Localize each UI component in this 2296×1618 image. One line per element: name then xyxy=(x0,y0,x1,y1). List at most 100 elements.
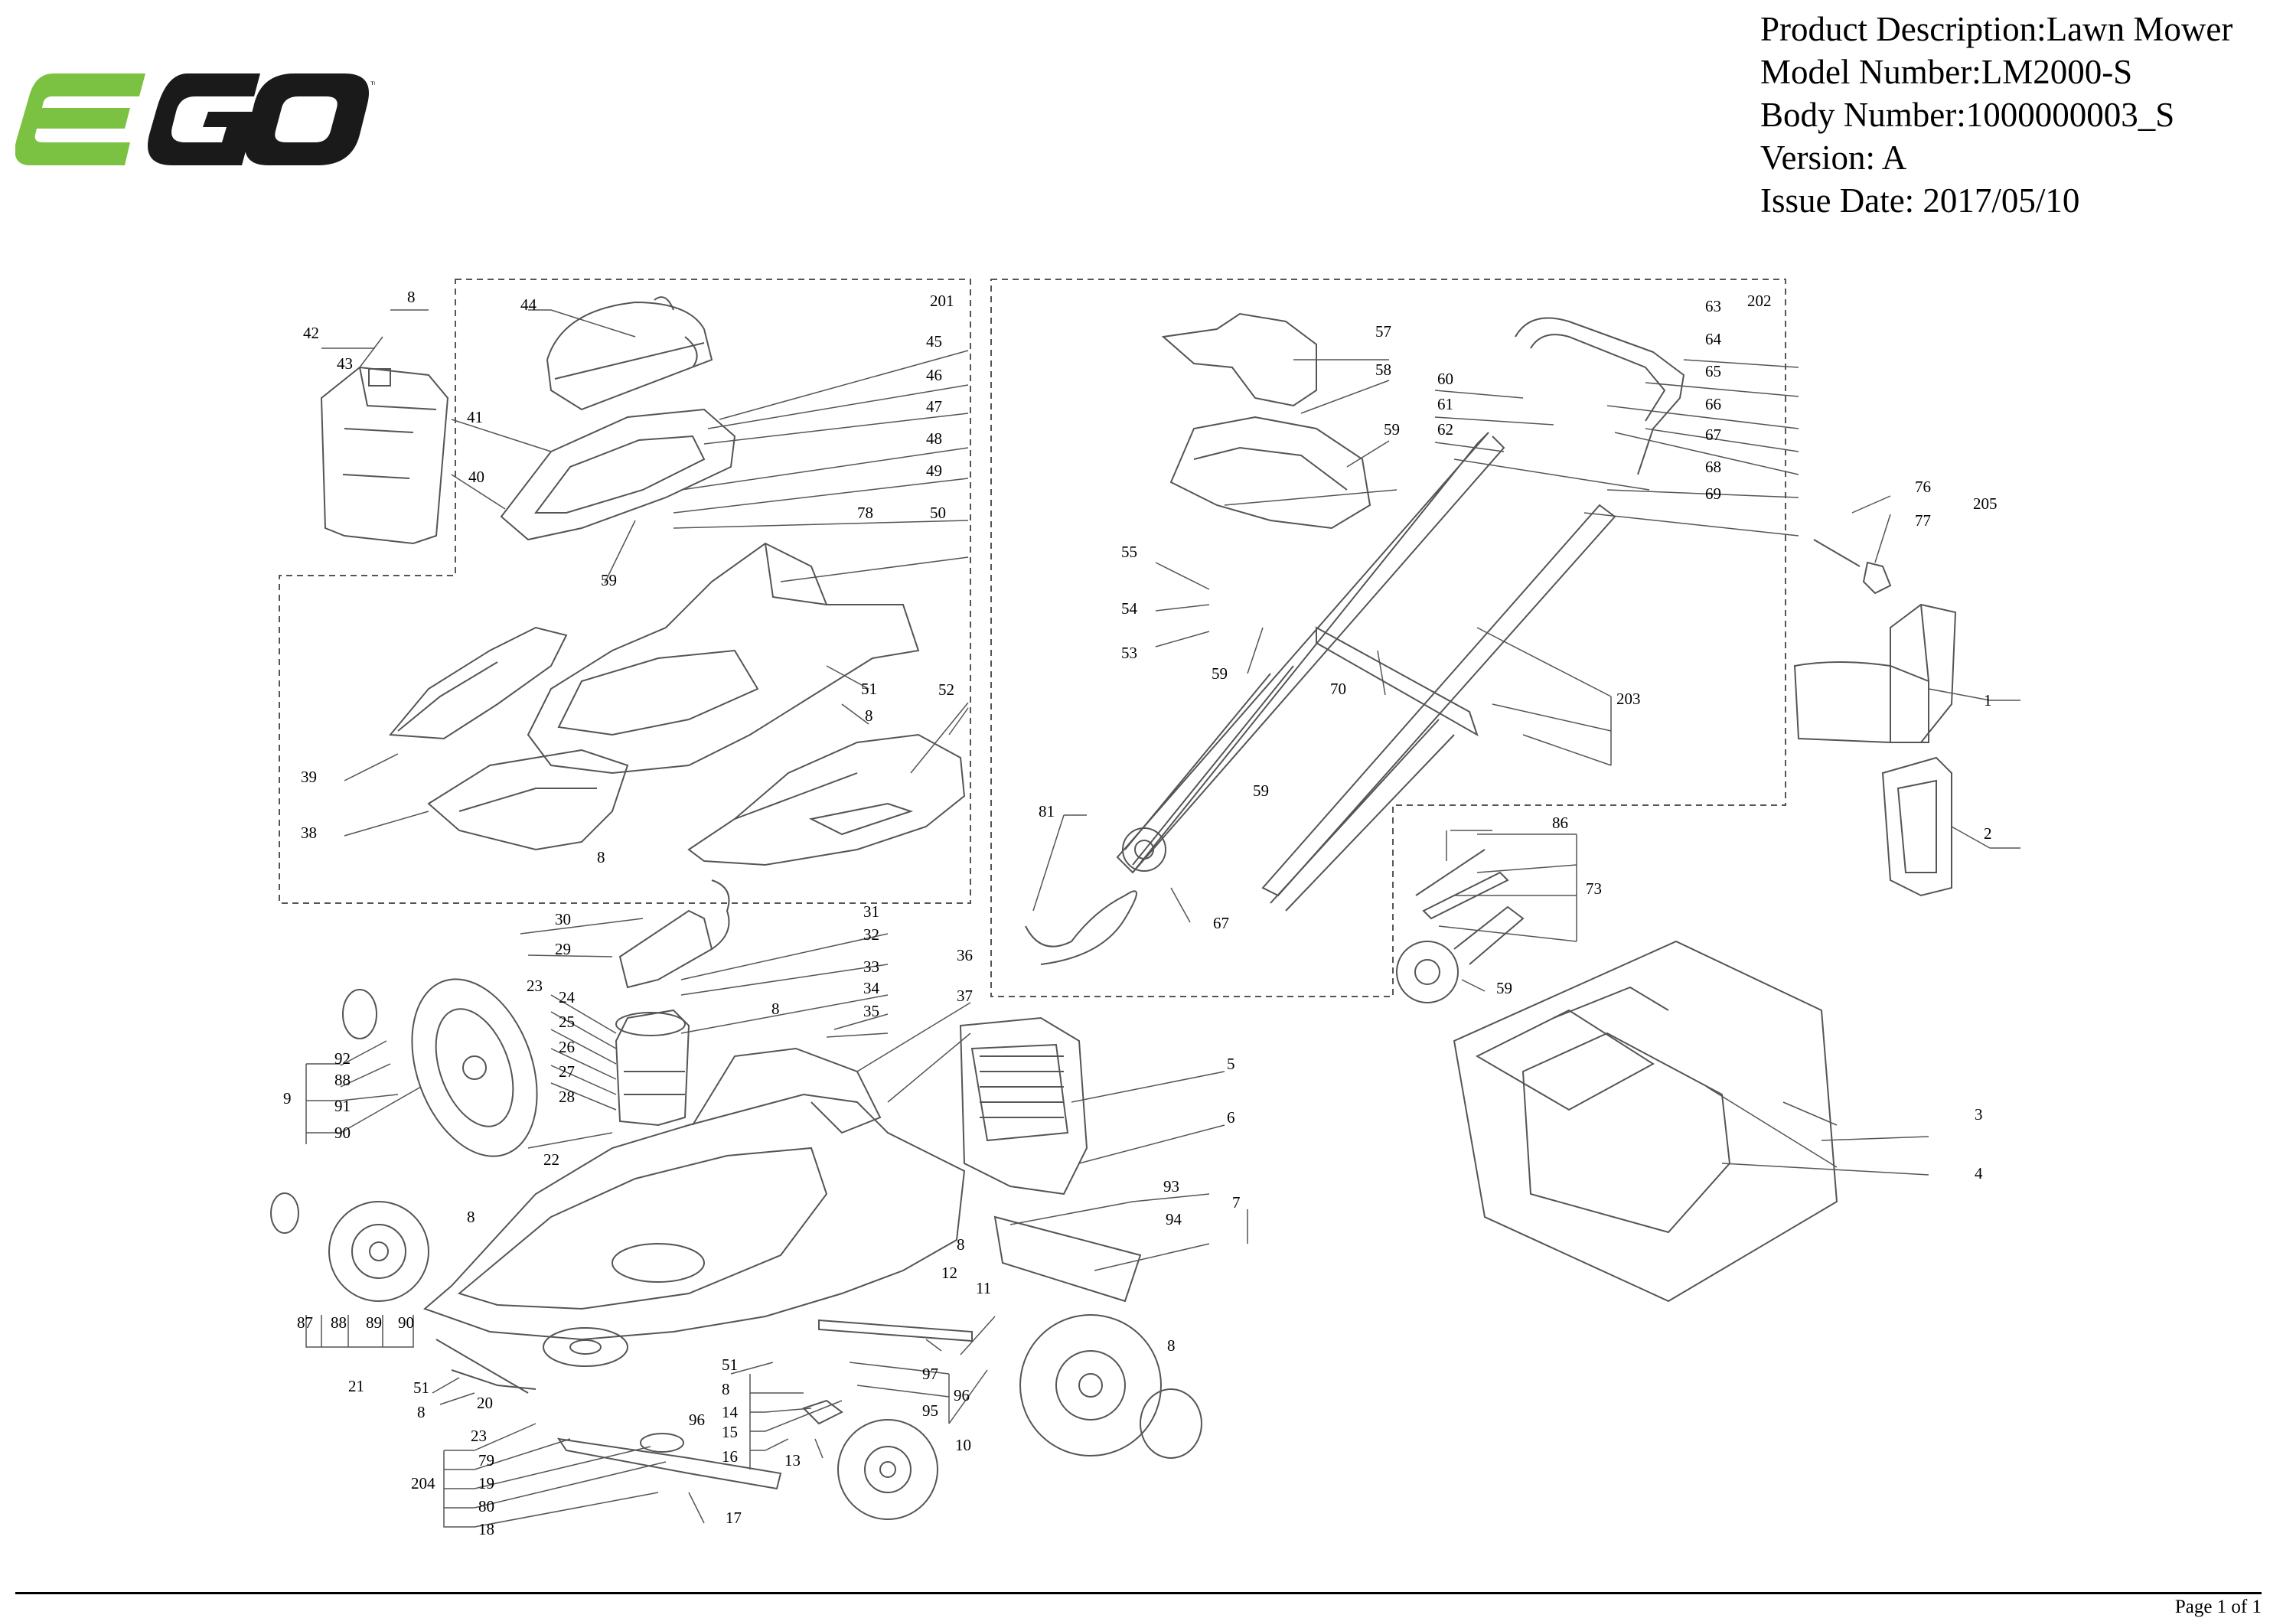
callout: 76 xyxy=(1915,478,1931,496)
motor xyxy=(615,1009,690,1127)
callout: 50 xyxy=(930,504,946,522)
callout: 11 xyxy=(976,1279,991,1297)
callout: 48 xyxy=(926,429,942,448)
callout: 18 xyxy=(478,1520,494,1538)
model-number: Model Number:LM2000-S xyxy=(1760,53,2133,91)
callout: 22 xyxy=(543,1150,559,1169)
callout: 35 xyxy=(863,1002,879,1020)
callout: 15 xyxy=(722,1423,738,1441)
handle-tube-left xyxy=(1116,432,1505,874)
callout: 45 xyxy=(926,332,942,351)
rear-flap xyxy=(959,1016,1088,1196)
callout: 66 xyxy=(1705,395,1721,413)
callout: 53 xyxy=(1121,644,1137,662)
product-description: Product Description:Lawn Mower xyxy=(1760,10,2233,48)
callout: 33 xyxy=(863,957,879,976)
callout: 96 xyxy=(954,1386,970,1404)
logo-trademark: ™ xyxy=(369,79,375,93)
front-wheel-left xyxy=(328,1201,429,1302)
handle-tube-right xyxy=(1261,504,1616,897)
cooling-fan xyxy=(543,1327,628,1367)
callout: 7 xyxy=(1232,1193,1241,1212)
callout: 97 xyxy=(922,1365,938,1383)
callout: 1 xyxy=(1984,691,1992,710)
callout: 2 xyxy=(1984,824,1992,843)
rear-axle xyxy=(818,1319,973,1342)
callout: 59 xyxy=(601,571,617,589)
callout: 88 xyxy=(331,1313,347,1332)
callout: 96 xyxy=(689,1411,705,1429)
callout: 95 xyxy=(922,1401,938,1420)
callout: 31 xyxy=(863,902,879,921)
callout: 86 xyxy=(1552,814,1568,832)
issue-date: Issue Date: 2017/05/10 xyxy=(1760,181,2080,220)
callout: 8 xyxy=(467,1208,475,1226)
callout: 27 xyxy=(559,1062,575,1081)
callout: 44 xyxy=(520,295,537,314)
callout: 8 xyxy=(417,1403,426,1421)
callout: 67 xyxy=(1213,914,1229,932)
callout: 38 xyxy=(301,824,317,842)
callout: 37 xyxy=(957,987,973,1005)
cable-harness xyxy=(1025,890,1137,965)
group-202-box xyxy=(990,279,1786,997)
callout: 8 xyxy=(407,288,416,306)
callout: 78 xyxy=(857,504,873,522)
callout: 30 xyxy=(555,910,571,928)
callout: 51 xyxy=(722,1355,738,1374)
callout: 8 xyxy=(1167,1336,1176,1355)
wheel-hub-cap-87 xyxy=(270,1192,299,1234)
callout: 42 xyxy=(303,324,319,342)
group-201-box xyxy=(279,279,971,904)
callout: 8 xyxy=(771,1000,780,1018)
callout: 21 xyxy=(348,1377,364,1395)
group-label-203: 203 xyxy=(1616,690,1641,708)
callout: 70 xyxy=(1330,680,1346,698)
height-lever xyxy=(802,1399,843,1425)
callout: 58 xyxy=(1375,360,1391,379)
callout: 51 xyxy=(413,1378,429,1397)
rear-chute xyxy=(1793,603,1957,743)
height-adjust-wheel xyxy=(1122,827,1166,872)
cutting-blade xyxy=(556,1437,782,1490)
callout: 19 xyxy=(478,1474,494,1492)
mulch-plug xyxy=(1881,756,1952,897)
callout: 79 xyxy=(478,1451,494,1470)
callout: 8 xyxy=(957,1235,965,1254)
body-number: Body Number:1000000003_S xyxy=(1760,96,2175,134)
callout: 77 xyxy=(1915,511,1931,530)
battery-housing xyxy=(320,366,449,545)
callout: 93 xyxy=(1163,1177,1179,1196)
callout: 68 xyxy=(1705,458,1721,476)
callout: 34 xyxy=(863,979,880,997)
callout: 51 xyxy=(861,680,877,698)
callout: 32 xyxy=(863,925,879,944)
page-number: Page 1 of 1 xyxy=(2174,1597,2262,1617)
callout: 60 xyxy=(1437,370,1453,388)
callout: 55 xyxy=(1121,543,1137,561)
footer-rule xyxy=(15,1592,2262,1594)
callout: 41 xyxy=(467,408,483,426)
wheel-hub-cap-92 xyxy=(342,989,377,1039)
callout: 14 xyxy=(722,1403,739,1421)
callout: 54 xyxy=(1121,599,1138,618)
callout: 87 xyxy=(297,1313,313,1332)
callout: 5 xyxy=(1227,1055,1235,1073)
callout: 3 xyxy=(1975,1105,1983,1124)
control-console xyxy=(1161,312,1371,530)
callout: 8 xyxy=(597,848,605,866)
callout: 73 xyxy=(1586,879,1602,898)
front-wheel-right xyxy=(837,1419,938,1520)
callout: 40 xyxy=(468,468,484,486)
callout: 10 xyxy=(955,1436,971,1454)
ego-logo: ™ xyxy=(15,73,375,165)
callout: 90 xyxy=(398,1313,414,1332)
front-deck-cover xyxy=(427,749,629,851)
callout: 59 xyxy=(1496,979,1512,997)
logo-letter-g xyxy=(148,73,260,165)
callout: 28 xyxy=(559,1088,575,1106)
callout: 65 xyxy=(1705,362,1721,380)
callout: 23 xyxy=(471,1427,487,1445)
callout: 59 xyxy=(1212,664,1228,683)
logo-letter-e xyxy=(15,73,145,165)
